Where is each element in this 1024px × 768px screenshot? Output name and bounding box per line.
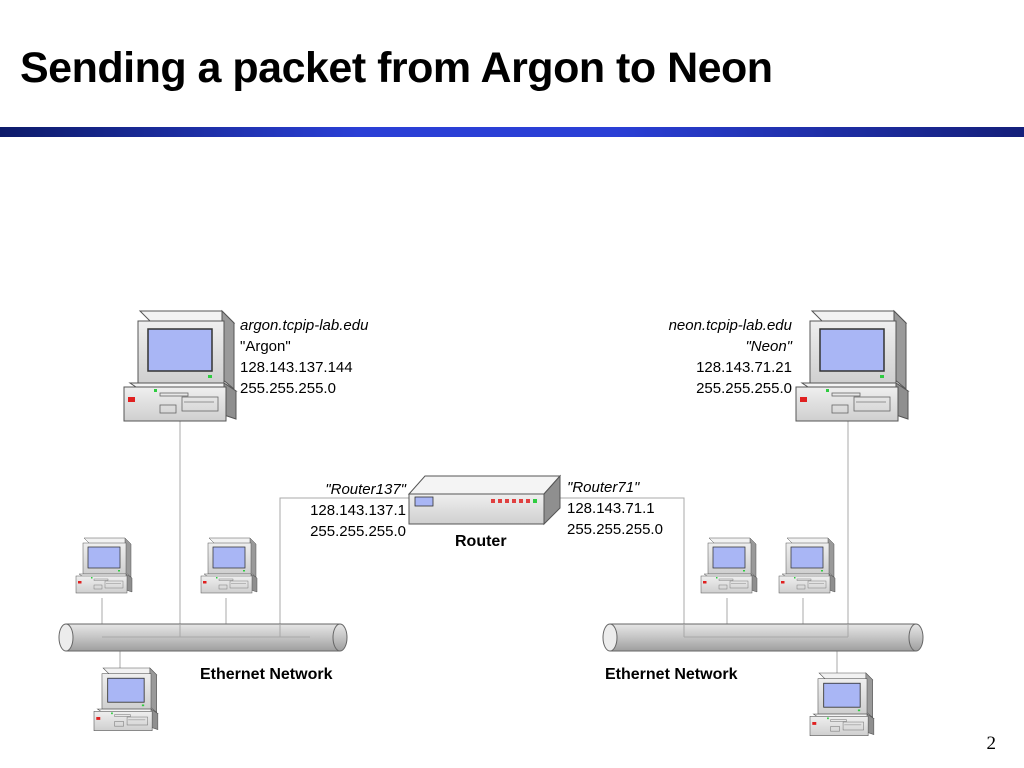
ethernet-network-right-label: Ethernet Network — [605, 666, 738, 683]
router137-mask: 255.255.255.0 — [310, 523, 406, 540]
router137-ip: 128.143.137.1 — [310, 502, 406, 519]
router137-name: "Router137" — [325, 481, 406, 498]
argon-mask: 255.255.255.0 — [240, 380, 336, 397]
router71-ip: 128.143.71.1 — [567, 500, 655, 517]
computer-icon — [93, 667, 159, 732]
title-rule — [0, 127, 1024, 137]
ethernet-network-left-label: Ethernet Network — [200, 666, 333, 683]
router-icon — [407, 474, 562, 526]
argon-hostname: argon.tcpip-lab.edu — [240, 317, 369, 334]
computer-icon — [700, 537, 758, 594]
neon-ip: 128.143.71.21 — [696, 359, 792, 376]
page-title: Sending a packet from Argon to Neon — [20, 44, 773, 92]
page-number: 2 — [986, 733, 997, 754]
computer-icon — [809, 672, 875, 737]
argon-name: "Argon" — [240, 338, 291, 355]
router71-name: "Router71" — [567, 479, 640, 496]
argon-computer-icon — [123, 310, 237, 422]
neon-computer-icon — [795, 310, 909, 422]
neon-name: "Neon" — [745, 338, 792, 355]
computer-icon — [75, 537, 133, 594]
neon-hostname: neon.tcpip-lab.edu — [668, 317, 792, 334]
router71-mask: 255.255.255.0 — [567, 521, 663, 538]
router71-label: "Router71" 128.143.71.1 255.255.255.0 — [567, 477, 663, 540]
computer-icon — [200, 537, 258, 594]
neon-mask: 255.255.255.0 — [696, 380, 792, 397]
argon-ip: 128.143.137.144 — [240, 359, 353, 376]
router137-label: "Router137" 128.143.137.1 255.255.255.0 — [310, 479, 406, 542]
computer-icon — [778, 537, 836, 594]
argon-label: argon.tcpip-lab.edu "Argon" 128.143.137.… — [240, 315, 368, 399]
router-caption: Router — [455, 533, 507, 550]
neon-label: neon.tcpip-lab.edu "Neon" 128.143.71.21 … — [669, 315, 792, 399]
